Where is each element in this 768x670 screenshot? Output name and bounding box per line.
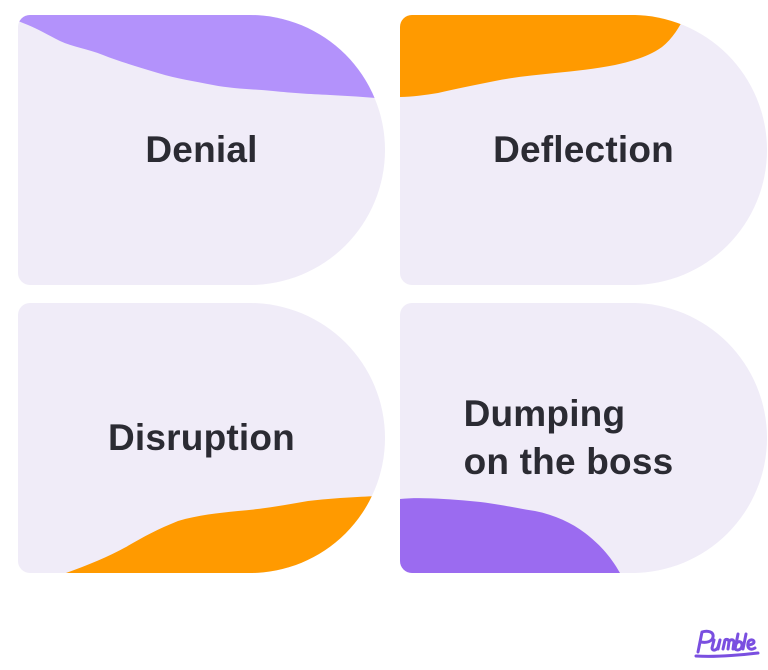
bottom-wave-shape: [66, 496, 385, 573]
top-wave-shape: [400, 15, 685, 97]
card-deflection: Deflection: [400, 15, 767, 285]
card-denial: Denial: [18, 15, 385, 285]
card-label: Denial: [18, 15, 385, 285]
bottom-wave-shape: [400, 498, 620, 573]
decorative-wave-icon: [400, 15, 685, 97]
card-title-dumping: Dumping on the boss: [464, 390, 674, 486]
decorative-wave-icon: [18, 15, 385, 99]
card-dumping-on-the-boss: Dumping on the boss: [400, 303, 767, 573]
decorative-wave-icon: [66, 496, 385, 573]
card-title-deflection: Deflection: [493, 129, 674, 170]
top-wave-shape: [18, 15, 385, 99]
pumble-logo-icon: [694, 629, 760, 658]
card-title-disruption: Disruption: [108, 417, 295, 458]
card-title-line-1: Dumping: [463, 393, 626, 434]
card-label: Deflection: [400, 15, 767, 285]
card-title-denial: Denial: [145, 129, 258, 170]
card-label: Disruption: [18, 303, 385, 573]
card-title-line-2: on the boss: [463, 441, 674, 482]
card-disruption: Disruption: [18, 303, 385, 573]
card-label: Dumping on the boss: [400, 303, 767, 573]
decorative-wave-icon: [400, 498, 620, 573]
